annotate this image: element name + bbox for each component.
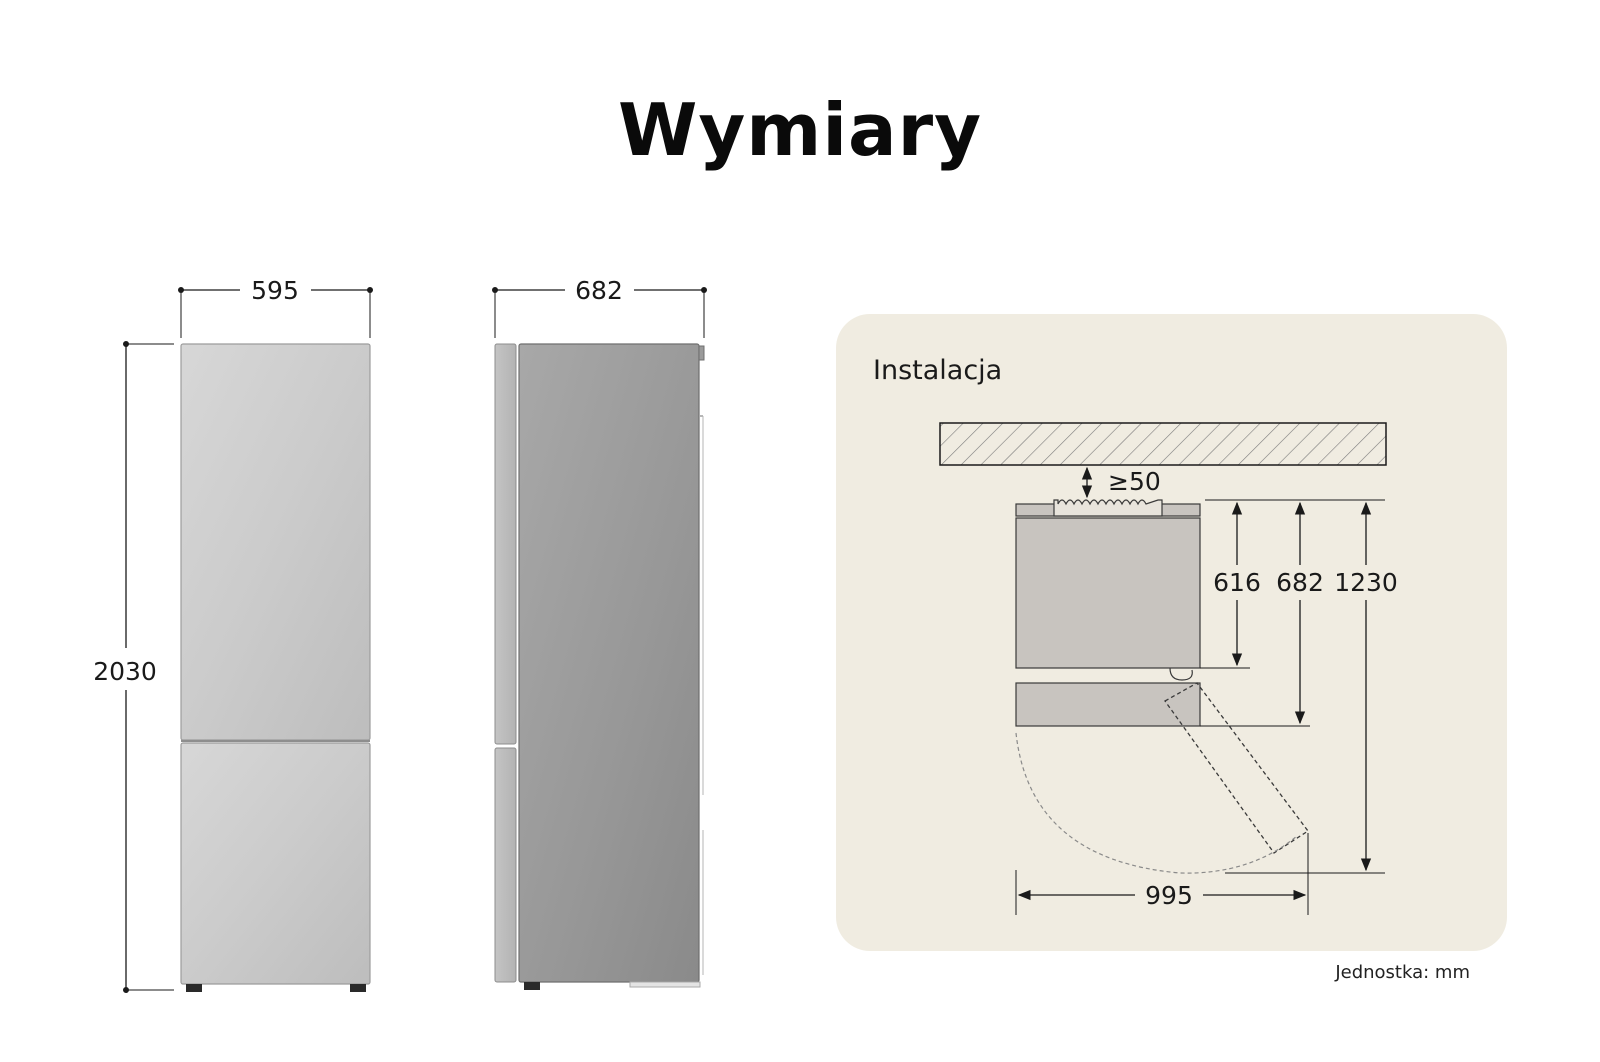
side-depth-label: 682 — [575, 276, 623, 305]
depth-door-open-dimension: 1230 — [1334, 501, 1398, 872]
depth-with-door-label: 682 — [1276, 568, 1324, 597]
wall — [939, 422, 1387, 466]
front-height-dimension: 2030 — [93, 341, 174, 993]
installation-heading: Instalacja — [873, 355, 1002, 386]
depth-body-dimension: 616 — [1213, 501, 1261, 667]
side-view: 682 — [492, 276, 707, 990]
front-view: 595 2030 — [93, 276, 373, 993]
width-door-open-dimension: 995 — [1017, 881, 1307, 910]
depth-with-door-dimension: 682 — [1276, 501, 1324, 725]
fridge-top-view — [1015, 499, 1201, 727]
fridge-front — [180, 343, 371, 992]
page-title: Wymiary — [617, 88, 983, 172]
wall-clearance-label: ≥50 — [1108, 467, 1161, 496]
width-door-open-label: 995 — [1145, 881, 1193, 910]
installation-panel: Instalacja ≥50 — [836, 314, 1507, 951]
door-swing — [1015, 682, 1309, 874]
fridge-side — [494, 343, 705, 990]
depth-body-label: 616 — [1213, 568, 1261, 597]
wall-clearance-dimension: ≥50 — [1081, 466, 1161, 499]
side-depth-dimension: 682 — [492, 276, 707, 338]
front-foot-left — [186, 984, 202, 992]
side-foot-front — [524, 982, 540, 990]
front-width-dimension: 595 — [178, 276, 373, 338]
front-height-label: 2030 — [93, 657, 157, 686]
front-width-label: 595 — [251, 276, 299, 305]
depth-door-open-label: 1230 — [1334, 568, 1398, 597]
extension-lines — [1015, 499, 1385, 915]
front-foot-right — [350, 984, 366, 992]
unit-note: Jednostka: mm — [1335, 962, 1470, 983]
